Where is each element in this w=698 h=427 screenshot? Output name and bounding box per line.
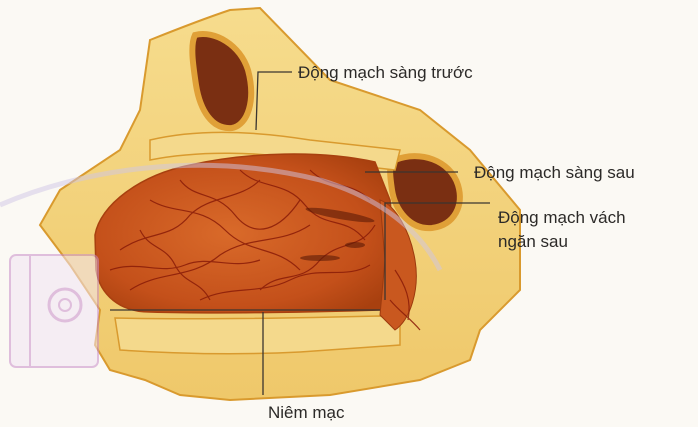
label-posterior-septal-artery-line1: Động mạch vách [498, 207, 626, 228]
label-mucosa: Niêm mạc [268, 402, 345, 423]
label-posterior-septal-artery-line2: ngăn sau [498, 231, 568, 252]
label-anterior-ethmoidal-artery: Động mạch sàng trước [298, 62, 473, 83]
label-posterior-ethmoidal-artery: Động mạch sàng sau [474, 162, 635, 183]
notebook-at-icon [10, 255, 98, 367]
hard-palate [115, 316, 400, 354]
